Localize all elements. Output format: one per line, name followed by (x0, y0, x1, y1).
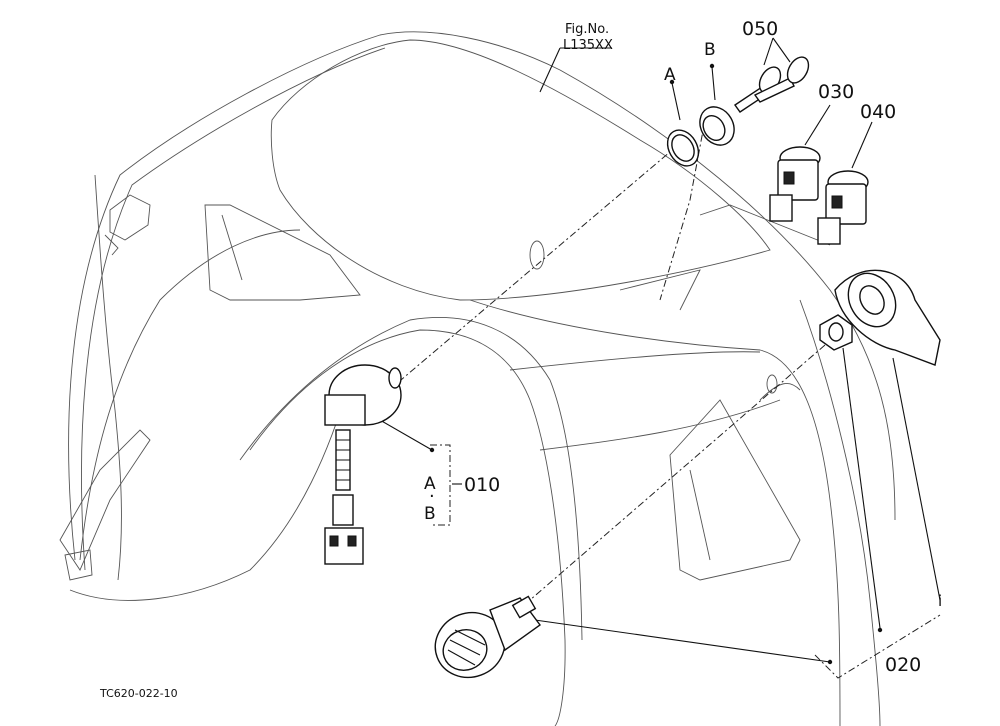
ref-dot-bracket: · (429, 486, 435, 507)
leader-lines (394, 119, 941, 679)
fig-no-label: Fig.No. (565, 22, 609, 37)
ring-a (666, 129, 700, 167)
switch-030 (769, 146, 821, 222)
callout-020: 020 (885, 654, 921, 676)
handle-knob (834, 269, 941, 366)
callout-040: 040 (860, 101, 896, 123)
callout-010: 010 (464, 474, 500, 496)
ref-b-top: B (704, 40, 716, 60)
ref-a-bracket: A (424, 474, 436, 494)
callout-leaders (379, 37, 941, 665)
nut-b (699, 106, 735, 146)
ignition-switch (324, 364, 402, 565)
drawing-code: TC620-022-10 (99, 687, 178, 700)
cabin-outline (59, 31, 896, 726)
key-set (734, 56, 810, 113)
callout-050: 050 (742, 18, 778, 40)
ref-i: i (938, 592, 942, 610)
ref-a-top: A (664, 65, 676, 85)
fig-no-value: L135XX (563, 38, 613, 53)
rotary-switch (434, 595, 541, 679)
switch-040 (817, 170, 869, 245)
ref-b-bracket: B (424, 504, 436, 524)
callout-030: 030 (818, 81, 854, 103)
hex-nut (819, 314, 853, 351)
